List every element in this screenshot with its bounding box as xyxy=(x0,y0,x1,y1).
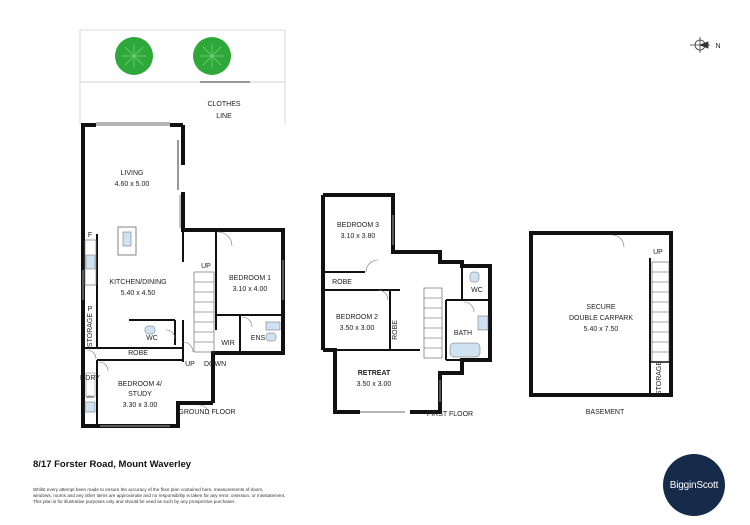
fridge-label: F xyxy=(88,232,92,239)
storage-label-basement: STORAGE xyxy=(656,361,663,395)
floor-label-basement: BASEMENT xyxy=(586,409,625,416)
room-dimension-bedroom-2: 3.50 x 3.00 xyxy=(340,325,375,332)
carpark-dimension: 5.40 x 7.50 xyxy=(584,326,619,333)
ground-stairs xyxy=(193,271,215,353)
room-label-study: STUDY xyxy=(128,391,152,398)
interior-walls xyxy=(83,230,283,426)
basin-icon xyxy=(265,321,281,331)
bathtub-icon xyxy=(449,342,481,358)
floor-label-first: FIRST FLOOR xyxy=(427,411,473,418)
room-label-bedroom-3: BEDROOM 3 xyxy=(337,222,379,229)
room-dimension-bedroom-1: 3.10 x 4.00 xyxy=(233,286,268,293)
basement-stairs xyxy=(651,261,670,363)
ens-label: ENS xyxy=(251,335,266,342)
garden-area xyxy=(79,29,286,83)
room-label-bedroom-2: BEDROOM 2 xyxy=(336,314,378,321)
stairs-up-label: UP xyxy=(201,263,211,270)
laundry-label: L'DRY xyxy=(80,375,100,382)
room-label-living: LIVING xyxy=(121,170,144,177)
disclaimer: Whilst every attempt been made to ensure… xyxy=(33,487,333,505)
room-label-retreat: RETREAT xyxy=(358,370,391,377)
room-dimension-bedroom-3: 3.10 x 3.80 xyxy=(341,233,376,240)
floor-label-ground: GROUND FLOOR xyxy=(178,409,235,416)
basement-walls xyxy=(529,231,673,397)
wc-label-first: WC xyxy=(471,287,483,294)
tree-icon xyxy=(115,37,153,75)
toilet-icon xyxy=(469,271,480,283)
toilet-icon xyxy=(144,325,156,335)
robe-label-bed3: ROBE xyxy=(332,279,352,286)
first-floor-stairs xyxy=(423,287,443,359)
sink-icon xyxy=(122,231,132,247)
room-label-bedroom-4: BEDROOM 4/ xyxy=(118,381,162,388)
clothes-line-label: CLOTHES xyxy=(207,101,240,108)
clothes-line-label: LINE xyxy=(216,113,232,120)
disclaimer-line: Whilst every attempt been made to ensure… xyxy=(33,487,264,492)
brand-logo: BigginScott xyxy=(663,454,725,516)
kitchen-island xyxy=(117,226,137,256)
pantry-label: P xyxy=(88,306,93,313)
disclaimer-line: This plan is for illustrative purposes o… xyxy=(33,499,236,504)
compass-icon xyxy=(690,37,710,53)
stairs-up-label-basement: UP xyxy=(653,249,663,256)
carpark-label: DOUBLE CARPARK xyxy=(569,315,633,322)
bath-label: BATH xyxy=(454,330,472,337)
laundry-tub-icon xyxy=(84,401,96,413)
robe-label-bed2: ROBE xyxy=(392,320,399,340)
stairs-up-label: UP xyxy=(185,361,195,368)
stairs-down-label: DOWN xyxy=(204,361,226,368)
room-dimension-bedroom-4: 3.30 x 3.00 xyxy=(123,402,158,409)
room-dimension-retreat: 3.50 x 3.00 xyxy=(357,381,392,388)
wir-label: WIR xyxy=(221,340,235,347)
kitchen-bench xyxy=(84,239,97,286)
washing-machine-label: WM xyxy=(86,394,93,399)
room-dimension-kitchen: 5.40 x 4.50 xyxy=(121,290,156,297)
disclaimer-line: windows, rooms and any other items are a… xyxy=(33,493,286,498)
north-label: N xyxy=(715,43,720,50)
tree-icon xyxy=(193,37,231,75)
storage-label: STORAGE xyxy=(87,313,94,347)
wc-label: WC xyxy=(146,335,158,342)
room-label-kitchen: KITCHEN/DINING xyxy=(109,279,166,286)
carpark-label: SECURE xyxy=(586,304,616,311)
property-address: 8/17 Forster Road, Mount Waverley xyxy=(33,459,192,470)
room-dimension-living: 4.60 x 5.00 xyxy=(115,181,150,188)
room-label-bedroom-1: BEDROOM 1 xyxy=(229,275,271,282)
robe-label: ROBE xyxy=(128,350,148,357)
